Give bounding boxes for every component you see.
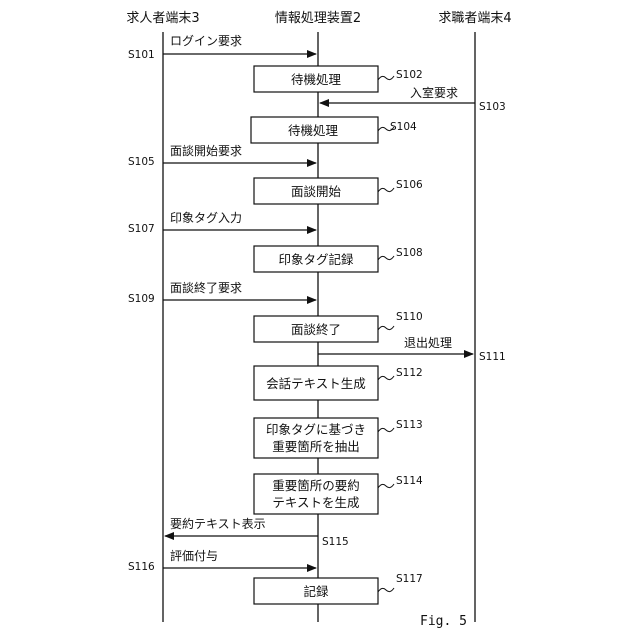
- step-id-s108: S108: [396, 247, 423, 259]
- step-id-s112: S112: [396, 367, 423, 379]
- message-label-s116: 評価付与: [170, 548, 218, 563]
- message-label-s101: ログイン要求: [170, 34, 242, 48]
- step-id-s111: S111: [479, 351, 506, 363]
- leader-line-s112: [378, 376, 394, 380]
- step-id-s104: S104: [390, 121, 417, 133]
- step-id-s106: S106: [396, 179, 423, 191]
- process-text-s104: 待機処理: [288, 123, 339, 138]
- step-id-s116: S116: [128, 561, 155, 573]
- message-label-s115: 要約テキスト表示: [170, 516, 266, 531]
- message-label-s109: 面談終了要求: [170, 280, 242, 295]
- step-id-s101: S101: [128, 49, 155, 61]
- step-id-s115: S115: [322, 536, 349, 548]
- step-id-s114: S114: [396, 475, 423, 487]
- process-text-s110: 面談終了: [291, 322, 341, 337]
- step-id-s103: S103: [479, 101, 506, 113]
- leader-line-s106: [378, 188, 394, 192]
- lane-title-information-processing-device: 情報処理装置2: [275, 11, 361, 26]
- figure-label: Fig. 5: [420, 614, 467, 629]
- leader-line-s108: [378, 256, 394, 260]
- process-text-s114-line2: テキストを生成: [272, 495, 359, 510]
- message-label-s107: 印象タグ入力: [170, 211, 242, 225]
- process-text-s113-line1: 印象タグに基づき: [266, 422, 366, 437]
- message-label-s111: 退出処理: [404, 336, 452, 350]
- leader-line-s110: [378, 326, 394, 330]
- lane-title-recruiter-terminal: 求人者端末3: [126, 11, 199, 26]
- message-label-s103: 入室要求: [410, 85, 458, 100]
- process-text-s114-line1: 重要箇所の要約: [272, 478, 360, 493]
- step-id-s109: S109: [128, 293, 155, 305]
- step-id-s102: S102: [396, 69, 423, 81]
- step-id-s113: S113: [396, 419, 423, 431]
- leader-line-s114: [378, 484, 394, 488]
- process-text-s102: 待機処理: [291, 72, 342, 87]
- process-text-s113-line2: 重要箇所を抽出: [272, 439, 360, 454]
- step-id-s117: S117: [396, 573, 423, 585]
- message-label-s105: 面談開始要求: [170, 143, 242, 158]
- process-text-s112: 会話テキスト生成: [266, 376, 366, 391]
- leader-line-s113: [378, 428, 394, 432]
- process-text-s108: 印象タグ記録: [278, 252, 354, 267]
- leader-line-s102: [378, 76, 394, 80]
- lane-title-job-seeker-terminal: 求職者端末4: [438, 11, 511, 26]
- leader-line-s117: [378, 588, 394, 592]
- step-id-s110: S110: [396, 311, 423, 323]
- step-id-s107: S107: [128, 223, 155, 235]
- process-text-s106: 面談開始: [291, 184, 342, 199]
- process-text-s117: 記録: [303, 584, 329, 599]
- step-id-s105: S105: [128, 156, 155, 168]
